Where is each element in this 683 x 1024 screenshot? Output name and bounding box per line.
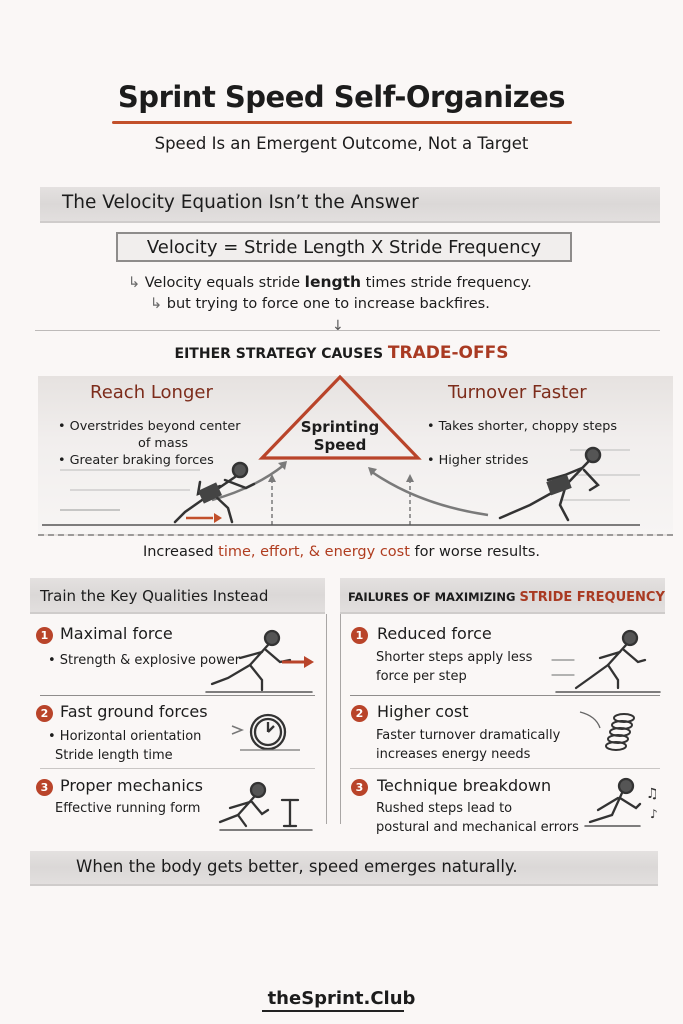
velocity-note-1: ↳ Velocity equals stride length times st…: [128, 273, 532, 291]
bullet: • Takes shorter, choppy steps: [427, 419, 618, 434]
title-underline: [112, 121, 572, 124]
note2-text: but trying to force one to increase back…: [166, 296, 490, 312]
turnover-faster-bullets: • Takes shorter, choppy steps • Higher s…: [427, 418, 617, 469]
item-desc: increases energy needs: [376, 747, 531, 762]
number-badge: 2: [351, 705, 368, 722]
footer-band: [30, 851, 658, 886]
section-band-failures: [340, 578, 665, 614]
label-line: Sprinting: [300, 418, 380, 436]
divider: [350, 695, 660, 696]
train-column-heading: Train the Key Qualities Instead: [40, 587, 269, 605]
item-desc: Rushed steps lead to: [376, 801, 513, 816]
bullet: • Higher strides: [427, 453, 529, 468]
runner-arrow-icon: [205, 629, 313, 693]
result-accent: time, effort, & energy cost: [218, 544, 410, 560]
item-desc: Shorter steps apply less: [376, 650, 533, 665]
number-badge: 2: [36, 705, 53, 722]
number-badge: 1: [36, 627, 53, 644]
item-desc: Stride length time: [55, 748, 173, 763]
number-badge: 1: [351, 627, 368, 644]
item-title: Maximal force: [60, 624, 173, 643]
item-desc: • Horizontal orientation: [48, 729, 202, 744]
runner-hurdle-icon: [218, 781, 313, 831]
number-badge: 3: [36, 779, 53, 796]
result-suffix: for worse results.: [409, 544, 541, 560]
heading-accent: STRIDE FREQUENCY: [519, 590, 665, 605]
bullet-continuation: of mass: [138, 436, 189, 451]
failures-column-heading: FAILURES OF MAXIMIZING STRIDE FREQUENCY: [348, 590, 665, 605]
sprinting-speed-triangle-icon: [42, 374, 640, 526]
turnover-faster-title: Turnover Faster: [448, 382, 587, 403]
tradeoffs-panel: [38, 376, 673, 536]
tradeoffs-heading-prefix: EITHER STRATEGY CAUSES: [174, 346, 388, 362]
item-desc: Faster turnover dramatically: [376, 728, 561, 743]
brand-logo[interactable]: theSprint.Club: [267, 988, 416, 1009]
item-title: Reduced force: [377, 624, 492, 643]
page-subtitle: Speed Is an Emergent Outcome, Not a Targ…: [154, 134, 529, 153]
item-title: Fast ground forces: [60, 702, 208, 721]
section-band-train: [30, 578, 325, 614]
velocity-equation-box: Velocity = Stride Length X Stride Freque…: [116, 232, 572, 262]
item-title: Higher cost: [377, 702, 469, 721]
bullet: • Overstrides beyond center: [58, 419, 241, 434]
tradeoffs-heading: EITHER STRATEGY CAUSES TRADE-OFFS: [0, 343, 683, 363]
svg-text:♫: ♫: [646, 786, 659, 802]
item-desc: • Strength & explosive power: [48, 653, 241, 668]
curved-arrow-icon: ↳: [150, 296, 163, 312]
curved-arrow-icon: ↳: [128, 275, 141, 291]
tradeoffs-heading-accent: TRADE-OFFS: [387, 343, 509, 363]
spring-coil-icon: [579, 711, 635, 751]
number-badge: 3: [351, 779, 368, 796]
divider: [40, 768, 315, 769]
runner-icon: [551, 629, 661, 693]
item-title: Technique breakdown: [377, 776, 552, 795]
bullet: • Greater braking forces: [58, 453, 214, 468]
label-line: Speed: [313, 436, 367, 454]
velocity-note-2: ↳ but trying to force one to increase ba…: [150, 296, 490, 312]
runner-music-icon: [584, 777, 642, 827]
note1-bold: length: [304, 273, 362, 291]
sprinting-speed-label: Sprinting Speed: [290, 418, 390, 454]
item-title: Proper mechanics: [60, 776, 203, 795]
tradeoffs-result: Increased time, effort, & energy cost fo…: [0, 544, 683, 560]
down-arrow-icon: ↓: [332, 318, 344, 334]
section-band-velocity: [40, 187, 660, 223]
heading-prefix: FAILURES OF MAXIMIZING: [348, 590, 520, 604]
column-divider: [340, 614, 341, 824]
note1-suffix: times stride frequency.: [361, 275, 532, 291]
divider: [35, 330, 660, 331]
runner-left-icon: [173, 461, 256, 524]
stopwatch-icon: [231, 713, 300, 751]
page-title: Sprint Speed Self-Organizes: [117, 80, 566, 114]
reach-longer-bullets: • Overstrides beyond center of mass • Gr…: [58, 418, 241, 469]
footer-tagline: When the body gets better, speed emerges…: [76, 857, 518, 876]
runner-right-icon: [498, 446, 602, 522]
item-desc: postural and mechanical errors: [376, 820, 579, 835]
column-divider: [326, 614, 327, 824]
reach-longer-title: Reach Longer: [90, 382, 213, 403]
item-desc: force per step: [376, 669, 467, 684]
brand-underline: [262, 1010, 404, 1012]
section-heading-velocity: The Velocity Equation Isn’t the Answer: [62, 192, 419, 213]
note1-prefix: Velocity equals stride: [144, 275, 305, 291]
divider: [350, 768, 660, 769]
result-prefix: Increased: [142, 544, 219, 560]
svg-text:♪: ♪: [650, 807, 658, 821]
column-illustrations: ♫ ♪: [205, 629, 661, 831]
item-desc: Effective running form: [55, 801, 201, 816]
divider: [40, 695, 315, 696]
